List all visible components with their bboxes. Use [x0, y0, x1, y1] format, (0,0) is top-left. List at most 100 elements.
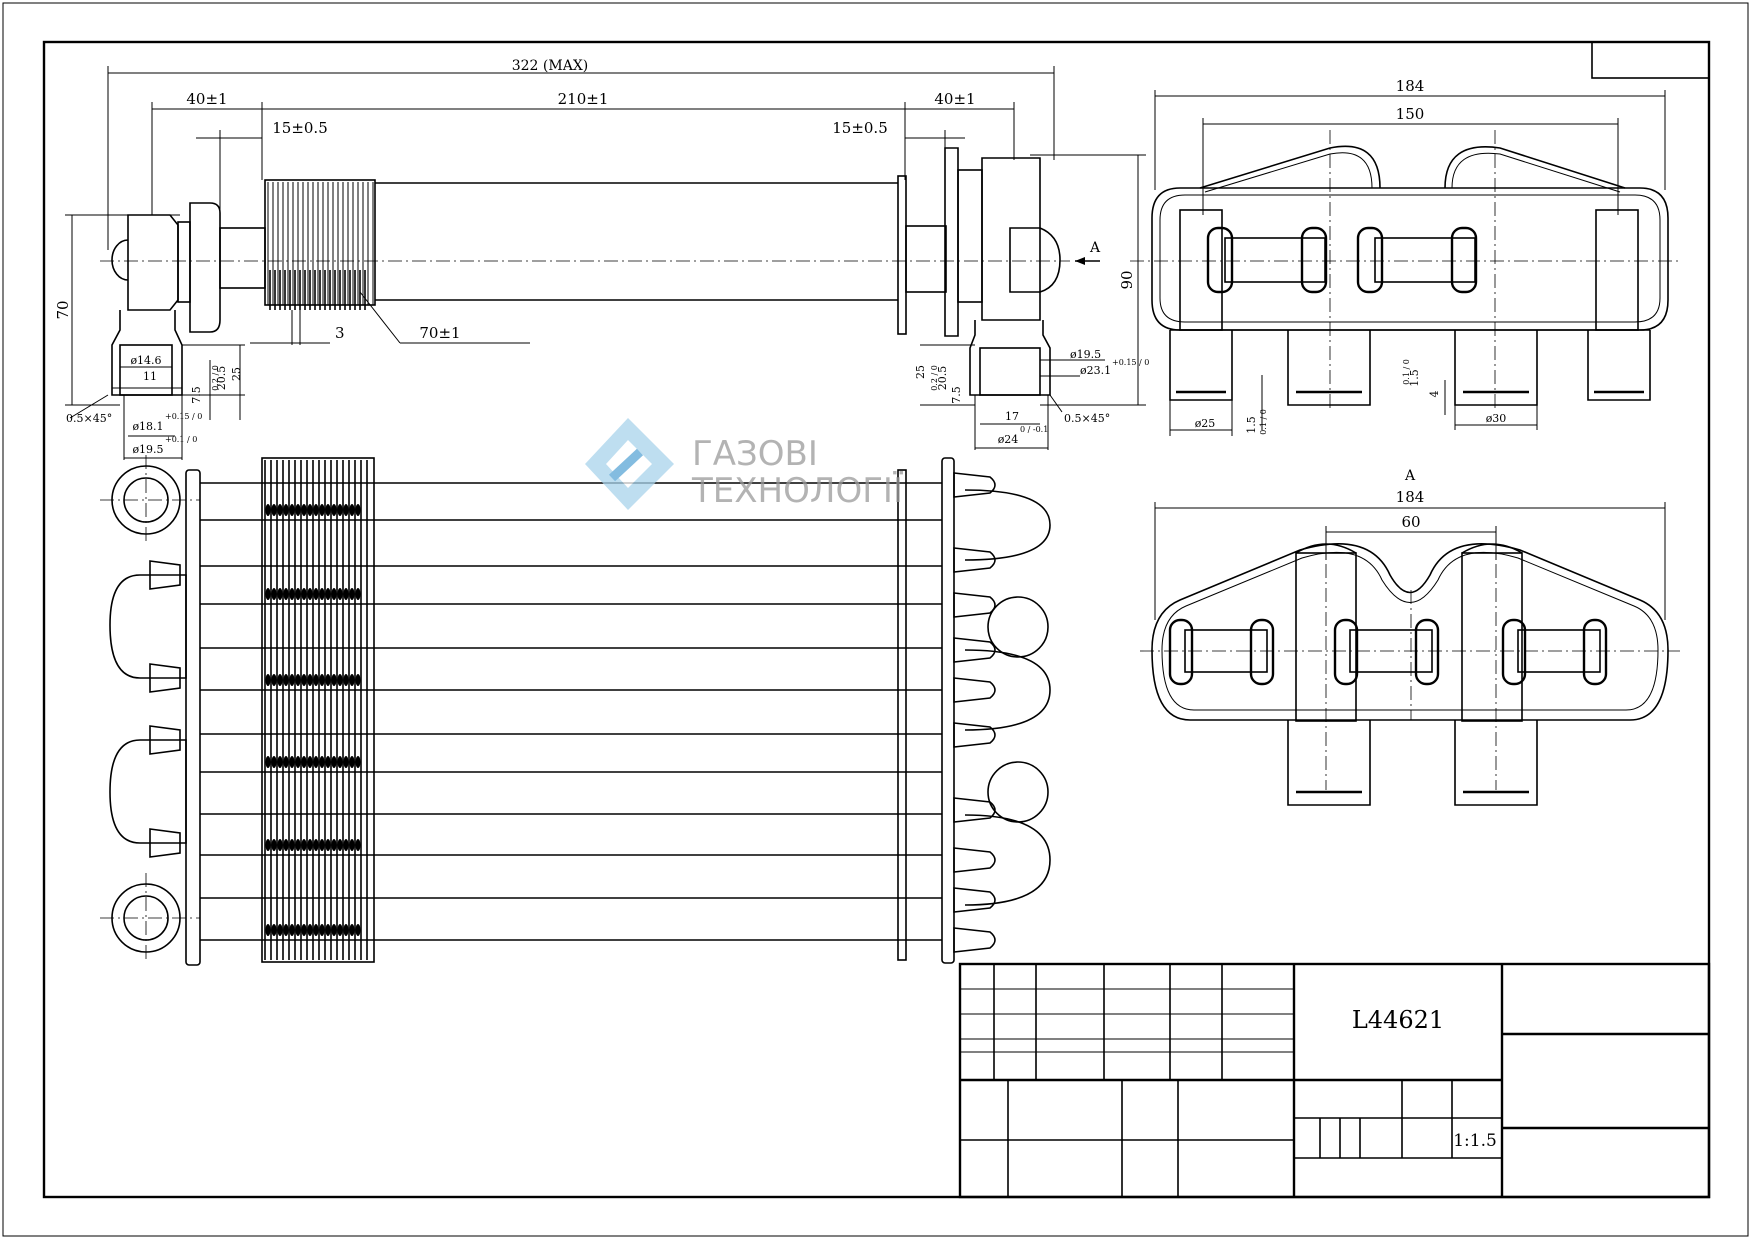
fin-collar [337, 504, 343, 516]
fin-collar [301, 504, 307, 516]
left-detail: ø14.6 11 ø18.1 +0.15 / 0 ø19.5 +0.1 / 0 … [66, 344, 245, 460]
watermark-line1: ГАЗОВІ [692, 434, 818, 474]
left-chamfer: 0.5×45° [66, 412, 112, 425]
fin-collar [283, 924, 289, 936]
tube-end-left [1501, 618, 1527, 686]
fin-collar [301, 588, 307, 600]
nipple [953, 547, 996, 573]
tube-end-left [1168, 618, 1194, 686]
nipple [953, 847, 996, 873]
side-view: 184 150 ø25 1.5 0.1 / 0 [1130, 77, 1680, 436]
fin-collar [349, 839, 355, 851]
dim-total: 322 (MAX) [512, 58, 589, 74]
fin-collar [289, 588, 295, 600]
right-h2: 20.5 [936, 366, 949, 391]
fin-collar [307, 674, 313, 686]
fin-collar [283, 839, 289, 851]
fin-collar [337, 674, 343, 686]
fin-collar [343, 674, 349, 686]
watermark: ГАЗОВІ ТЕХНОЛОГІЇ [585, 418, 903, 511]
fin-collar [319, 504, 325, 516]
side-h-small: 4 [1428, 391, 1441, 398]
fin-collar [349, 924, 355, 936]
side-gap-2: 1.5 [1408, 369, 1421, 387]
watermark-line2: ТЕХНОЛОГІЇ [691, 471, 903, 511]
fin-collar [271, 588, 277, 600]
fin-collar [277, 674, 283, 686]
fin-collar [265, 924, 271, 936]
fin-collar [337, 839, 343, 851]
right-h1: 25 [914, 365, 927, 379]
right-d4-tol: 0 / -0.1 [1020, 425, 1048, 434]
fin-collar [307, 588, 313, 600]
fin-block-outline [261, 457, 375, 963]
right-chamfer: 0.5×45° [1064, 412, 1110, 425]
title-block: L44621 1:1.5 [958, 962, 1711, 1199]
fin-collar [319, 756, 325, 768]
fin-collar [289, 756, 295, 768]
nipple [953, 887, 996, 913]
dim-fin-length: 70±1 [419, 324, 460, 342]
left-d3-tol: +0.15 / 0 [165, 412, 202, 421]
left-h3: 7.5 [190, 386, 203, 404]
fin-collar [319, 924, 325, 936]
fin-collar [331, 839, 337, 851]
nipple [953, 677, 996, 703]
right-d1: ø19.5 [1070, 348, 1101, 361]
fin-collar [331, 674, 337, 686]
view-marker-a: A [1089, 240, 1101, 256]
fin-collar [265, 588, 271, 600]
side-d-pipe2: ø30 [1486, 412, 1507, 425]
right-d2: ø23.1 [1080, 364, 1111, 377]
left-h1: 20.5 [215, 366, 228, 391]
fin-collar [283, 588, 289, 600]
side-gap-tol-2: 0.1 / 0 [1402, 359, 1411, 385]
tube-end-left [1333, 618, 1359, 686]
fin-collar [283, 674, 289, 686]
right-detail: ø19.5 ø23.1 +0.15 / 0 25 20.5 0.2 / 0 7.… [914, 344, 1149, 450]
fin-collar [271, 674, 277, 686]
fin-collar [277, 924, 283, 936]
fin-collar [307, 924, 313, 936]
fin-collar [301, 756, 307, 768]
fin-collar [313, 674, 319, 686]
fin-collar [355, 504, 361, 516]
fin-collar [301, 839, 307, 851]
fin-collar [313, 588, 319, 600]
fin-collar [325, 588, 331, 600]
fin-collar [319, 839, 325, 851]
fin-collar [295, 504, 301, 516]
drawing-border [42, 40, 1711, 1199]
view-a: A 184 60 [1140, 468, 1680, 806]
fin-collar [289, 924, 295, 936]
side-gap-tol: 0.1 / 0 [1259, 409, 1268, 435]
tube-loop [1224, 237, 1326, 283]
fin-collar [355, 674, 361, 686]
fin-collar [289, 839, 295, 851]
fin-collar [337, 588, 343, 600]
fin-collar [325, 839, 331, 851]
fin-collar [325, 674, 331, 686]
fin-collar [277, 756, 283, 768]
front-fins [267, 182, 374, 310]
fin-collar [349, 756, 355, 768]
nipple [953, 637, 996, 663]
dim-height-right: 90 [1118, 270, 1136, 289]
fin-collar [331, 924, 337, 936]
fin-collar [271, 924, 277, 936]
fin-collar [331, 588, 337, 600]
tube-end-right [1249, 618, 1275, 686]
corner-box [1591, 41, 1710, 79]
fin-collar [295, 839, 301, 851]
return-cap [964, 649, 1051, 731]
fin-collar [355, 924, 361, 936]
fin-collar [277, 504, 283, 516]
fin-collar [295, 756, 301, 768]
fin-collar [295, 674, 301, 686]
fin-collar [313, 756, 319, 768]
right-d2-tol: +0.15 / 0 [1112, 358, 1149, 367]
nipple [953, 722, 996, 748]
fin-collar [325, 924, 331, 936]
fin-collar [277, 588, 283, 600]
